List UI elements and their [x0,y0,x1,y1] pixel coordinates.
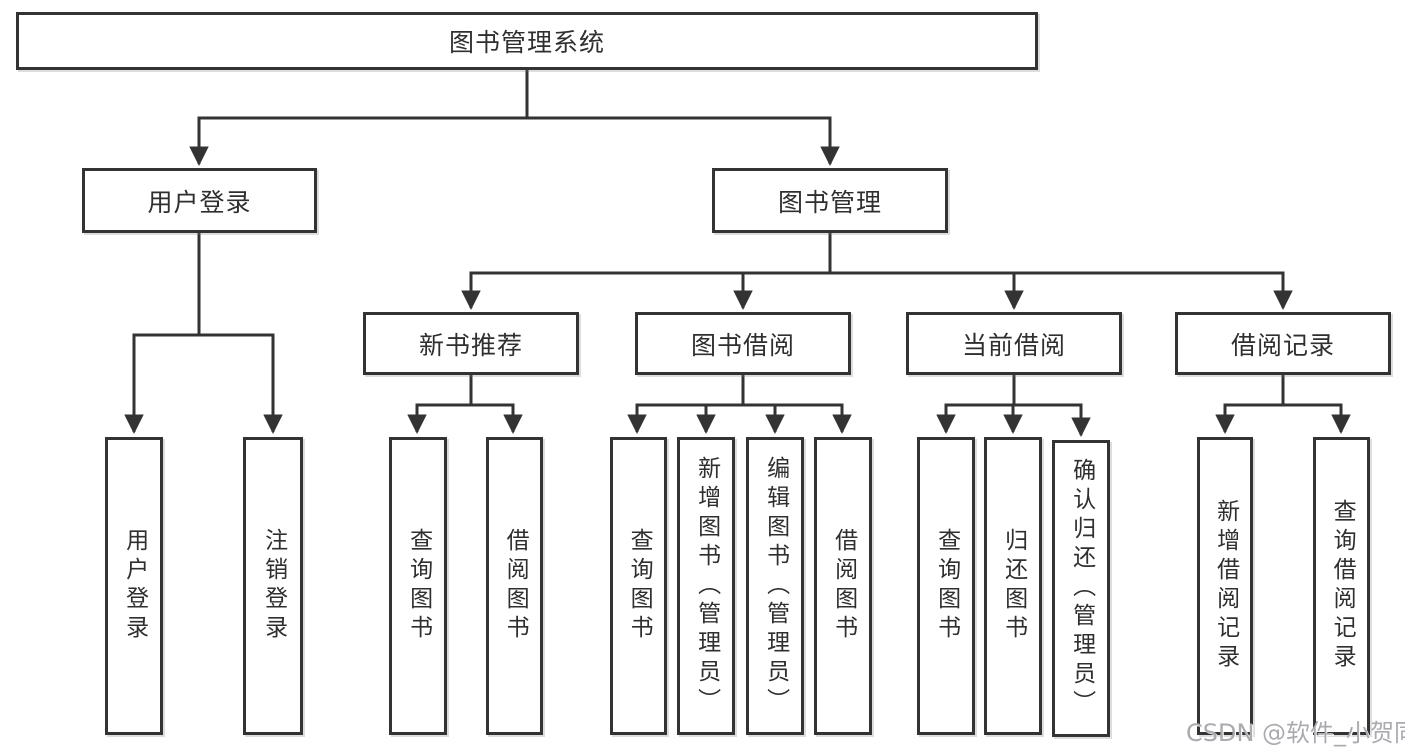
leaf-borrow-books-recommend: 借阅图书 [486,437,543,735]
node-book-management: 图书管理 [712,168,948,233]
node-book-borrow: 图书借阅 [635,312,851,375]
leaf-user-login: 用户登录 [105,437,163,735]
node-new-book-recommend: 新书推荐 [363,312,579,375]
node-borrow-records: 借阅记录 [1175,312,1391,375]
leaf-label: 查询图书 [405,528,432,644]
leaf-confirm-return-admin: 确认归还（管理员） [1052,440,1110,737]
leaf-logout: 注销登录 [243,437,303,735]
leaf-label: 新增图书（管理员） [693,455,720,717]
leaf-query-books-recommend: 查询图书 [389,437,447,735]
node-current-borrow: 当前借阅 [906,312,1122,375]
leaf-label: 用户登录 [121,528,148,644]
leaf-borrow-books: 借阅图书 [814,437,872,735]
leaf-label: 注销登录 [260,528,287,644]
leaf-label: 查询借阅记录 [1329,499,1356,673]
leaf-label: 确认归还（管理员） [1068,458,1095,719]
node-label: 用户登录 [147,187,252,217]
leaf-query-books-current: 查询图书 [917,437,975,735]
node-label: 图书管理系统 [448,28,605,57]
leaf-label: 编辑图书（管理员） [762,455,789,717]
leaf-query-borrow-record: 查询借阅记录 [1313,437,1370,735]
node-label: 图书借阅 [690,330,795,360]
csdn-watermark: CSDN @软件_小贺同学 [1186,719,1405,747]
leaf-label: 借阅图书 [502,528,529,644]
leaf-label: 查询图书 [933,528,960,644]
node-user-login: 用户登录 [82,168,317,233]
leaf-label: 借阅图书 [830,528,857,644]
leaf-label: 新增借阅记录 [1212,499,1239,673]
leaf-query-books-borrow: 查询图书 [610,437,667,735]
node-label: 当前借阅 [961,330,1066,360]
leaf-add-book-admin: 新增图书（管理员） [677,437,735,735]
node-label: 借阅记录 [1230,330,1335,360]
leaf-edit-book-admin: 编辑图书（管理员） [746,437,804,735]
node-label: 图书管理 [777,187,882,217]
leaf-add-borrow-record: 新增借阅记录 [1197,437,1253,735]
leaf-label: 归还图书 [1000,528,1027,644]
node-library-system: 图书管理系统 [16,12,1038,70]
node-label: 新书推荐 [418,330,523,360]
leaf-label: 查询图书 [626,528,653,644]
leaf-return-book: 归还图书 [984,437,1042,735]
